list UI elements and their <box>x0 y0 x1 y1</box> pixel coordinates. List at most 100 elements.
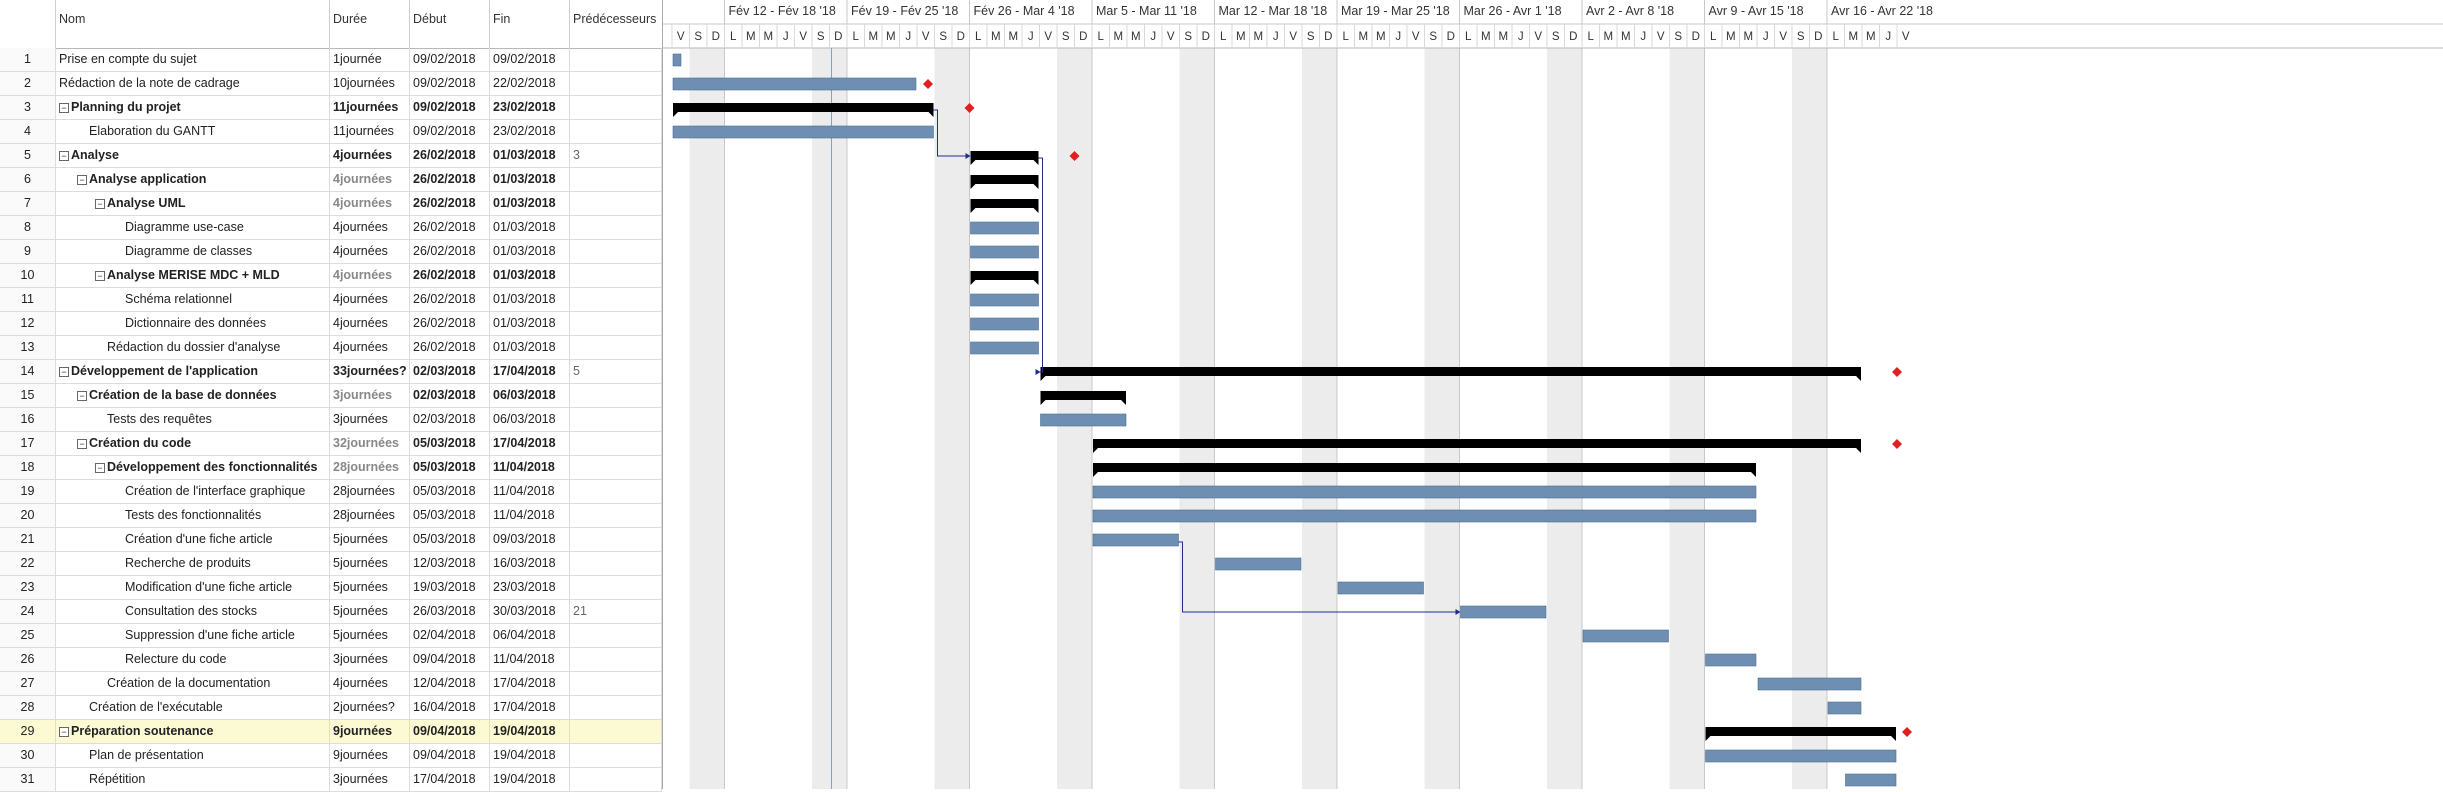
task-predecessors[interactable] <box>570 72 662 95</box>
task-predecessors[interactable] <box>570 744 662 767</box>
task-duration[interactable]: 4journées <box>330 168 410 191</box>
task-predecessors[interactable] <box>570 576 662 599</box>
task-name[interactable]: −Analyse <box>56 144 330 167</box>
task-end[interactable]: 01/03/2018 <box>490 312 570 335</box>
row-id[interactable]: 13 <box>0 336 56 359</box>
task-end[interactable]: 01/03/2018 <box>490 216 570 239</box>
row-id[interactable]: 28 <box>0 696 56 719</box>
task-bar[interactable] <box>970 245 1039 259</box>
row-id[interactable]: 16 <box>0 408 56 431</box>
task-name[interactable]: Plan de présentation <box>56 744 330 767</box>
task-name[interactable]: −Création de la base de données <box>56 384 330 407</box>
deadline-marker-icon[interactable] <box>923 79 933 89</box>
task-end[interactable]: 16/03/2018 <box>490 552 570 575</box>
task-bar[interactable] <box>1040 413 1127 427</box>
row-id[interactable]: 12 <box>0 312 56 335</box>
task-end[interactable]: 11/04/2018 <box>490 504 570 527</box>
task-start[interactable]: 09/02/2018 <box>410 96 490 119</box>
row-id[interactable]: 6 <box>0 168 56 191</box>
row-id[interactable]: 23 <box>0 576 56 599</box>
dependency-link[interactable] <box>1037 157 1043 373</box>
task-bar[interactable] <box>970 293 1039 307</box>
task-bar[interactable] <box>1705 653 1757 667</box>
row-id[interactable]: 26 <box>0 648 56 671</box>
task-duration[interactable]: 2journées? <box>330 696 410 719</box>
row-id[interactable]: 5 <box>0 144 56 167</box>
task-predecessors[interactable] <box>570 648 662 671</box>
row-id[interactable]: 18 <box>0 456 56 479</box>
task-duration[interactable]: 3journées <box>330 648 410 671</box>
task-end[interactable]: 23/02/2018 <box>490 120 570 143</box>
collapse-toggle-icon[interactable]: − <box>95 198 105 209</box>
task-name[interactable]: Création de la documentation <box>56 672 330 695</box>
deadline-marker-icon[interactable] <box>1892 367 1902 377</box>
task-name[interactable]: −Développement des fonctionnalités <box>56 456 330 479</box>
row-id[interactable]: 21 <box>0 528 56 551</box>
task-duration[interactable]: 4journées <box>330 192 410 215</box>
task-predecessors[interactable] <box>570 696 662 719</box>
task-bar[interactable] <box>970 341 1039 355</box>
task-predecessors[interactable] <box>570 432 662 455</box>
task-start[interactable]: 26/02/2018 <box>410 144 490 167</box>
task-start[interactable]: 02/04/2018 <box>410 624 490 647</box>
collapse-toggle-icon[interactable]: − <box>59 102 69 113</box>
task-bar[interactable] <box>1092 533 1179 547</box>
task-end[interactable]: 17/04/2018 <box>490 696 570 719</box>
header-start[interactable]: Début <box>410 0 490 48</box>
task-end[interactable]: 01/03/2018 <box>490 264 570 287</box>
task-predecessors[interactable] <box>570 672 662 695</box>
row-id[interactable]: 2 <box>0 72 56 95</box>
task-end[interactable]: 11/04/2018 <box>490 480 570 503</box>
task-name[interactable]: Relecture du code <box>56 648 330 671</box>
task-name[interactable]: −Planning du projet <box>56 96 330 119</box>
task-end[interactable]: 17/04/2018 <box>490 672 570 695</box>
row-id[interactable]: 14 <box>0 360 56 383</box>
task-start[interactable]: 19/03/2018 <box>410 576 490 599</box>
task-duration[interactable]: 5journées <box>330 624 410 647</box>
task-start[interactable]: 09/02/2018 <box>410 48 490 71</box>
task-bar[interactable] <box>1092 485 1757 499</box>
task-end[interactable]: 19/04/2018 <box>490 720 570 743</box>
row-id[interactable]: 30 <box>0 744 56 767</box>
task-start[interactable]: 16/04/2018 <box>410 696 490 719</box>
task-duration[interactable]: 5journées <box>330 600 410 623</box>
task-end[interactable]: 22/02/2018 <box>490 72 570 95</box>
task-name[interactable]: Tests des requêtes <box>56 408 330 431</box>
task-bar[interactable] <box>672 53 682 67</box>
task-predecessors[interactable]: 3 <box>570 144 662 167</box>
task-start[interactable]: 05/03/2018 <box>410 480 490 503</box>
task-duration[interactable]: 33journées? <box>330 360 410 383</box>
task-name[interactable]: Modification d'une fiche article <box>56 576 330 599</box>
dependency-link[interactable] <box>1178 541 1458 613</box>
task-start[interactable]: 26/03/2018 <box>410 600 490 623</box>
collapse-toggle-icon[interactable]: − <box>77 174 87 185</box>
row-id[interactable]: 10 <box>0 264 56 287</box>
summary-bar[interactable] <box>673 103 934 112</box>
collapse-toggle-icon[interactable]: − <box>77 438 87 449</box>
task-bar[interactable] <box>1845 773 1897 787</box>
task-name[interactable]: Diagramme use-case <box>56 216 330 239</box>
task-start[interactable]: 02/03/2018 <box>410 408 490 431</box>
task-start[interactable]: 26/02/2018 <box>410 336 490 359</box>
task-duration[interactable]: 10journées <box>330 72 410 95</box>
task-predecessors[interactable] <box>570 288 662 311</box>
row-id[interactable]: 29 <box>0 720 56 743</box>
task-name[interactable]: Suppression d'une fiche article <box>56 624 330 647</box>
